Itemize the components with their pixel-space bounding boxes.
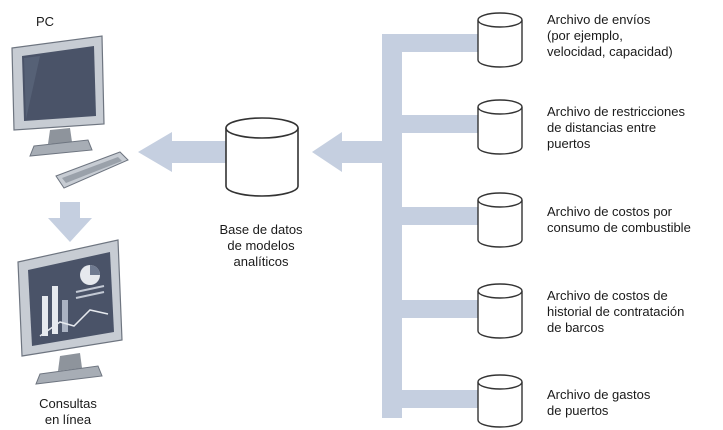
consultas-label: Consultas en línea [39,396,97,427]
bus-vertical-bar [382,34,402,418]
arrow-pc-to-consultas-icon [48,202,92,242]
database-icon-restricciones [477,99,523,155]
database-icon-envios [477,12,523,68]
central-database-label: Base de datos de modelos analíticos [219,222,303,269]
pc-label: PC [36,14,55,29]
database-icon-contratacion [477,283,523,339]
database-icon-combustible [477,192,523,248]
bus-branch-3 [382,207,478,225]
file-label-combustible: Archivo de costos por consumo de combust… [547,204,691,235]
bus-branch-5 [382,390,478,408]
bus-branch-1 [382,34,478,52]
bus-branch-2 [382,115,478,133]
data-bus [48,34,478,418]
central-database-icon [225,117,299,197]
database-icon-puertos [477,374,523,428]
bus-branch-4 [382,300,478,318]
file-label-contratacion: Archivo de costos de historial de contra… [547,288,685,335]
file-label-restricciones: Archivo de restricciones de distancias e… [547,104,685,151]
file-label-puertos: Archivo de gastos de puertos [547,387,651,418]
pc-computer-icon [11,35,129,189]
file-label-envios: Archivo de envíos (por ejemplo, velocida… [547,12,673,59]
arrow-bus-to-db-icon [312,132,382,172]
arrow-db-to-pc-icon [138,132,226,172]
consultas-monitor-icon [17,239,123,385]
